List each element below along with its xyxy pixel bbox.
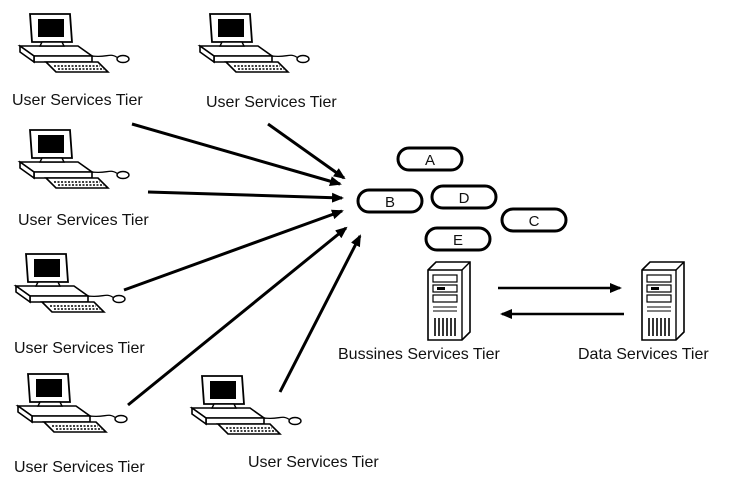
component-e-label: E (453, 232, 463, 249)
user-tier-label: User Services Tier (18, 212, 149, 229)
user-tier-label: User Services Tier (14, 340, 145, 357)
computer-icon (19, 129, 130, 189)
component-a-label: A (425, 152, 435, 169)
business-server-icon (427, 261, 471, 341)
user-tier-label: User Services Tier (248, 454, 379, 471)
component-d-label: D (459, 190, 470, 207)
component-d-box (430, 184, 498, 210)
computer-icon (19, 13, 130, 73)
request-arrow (147, 190, 344, 203)
component-b-box (356, 188, 424, 214)
computer-icon (199, 13, 310, 73)
data-server-icon (641, 261, 685, 341)
request-arrow (127, 226, 348, 407)
business-tier-label: Bussines Services Tier (338, 346, 500, 363)
request-arrow (131, 122, 342, 187)
request-arrow (267, 122, 346, 180)
component-c-box (500, 207, 568, 233)
component-b-label: B (385, 194, 395, 211)
component-c-label: C (529, 213, 540, 230)
request-arrow (123, 209, 344, 292)
computer-icon (17, 373, 128, 433)
component-a-box (396, 146, 464, 172)
component-e-box (424, 226, 492, 252)
user-tier-label: User Services Tier (14, 459, 145, 476)
user-tier-label: User Services Tier (12, 92, 143, 109)
data-tier-label: Data Services Tier (578, 346, 709, 363)
computer-icon (15, 253, 126, 313)
user-tier-label: User Services Tier (206, 94, 337, 111)
request-arrow (278, 234, 362, 393)
